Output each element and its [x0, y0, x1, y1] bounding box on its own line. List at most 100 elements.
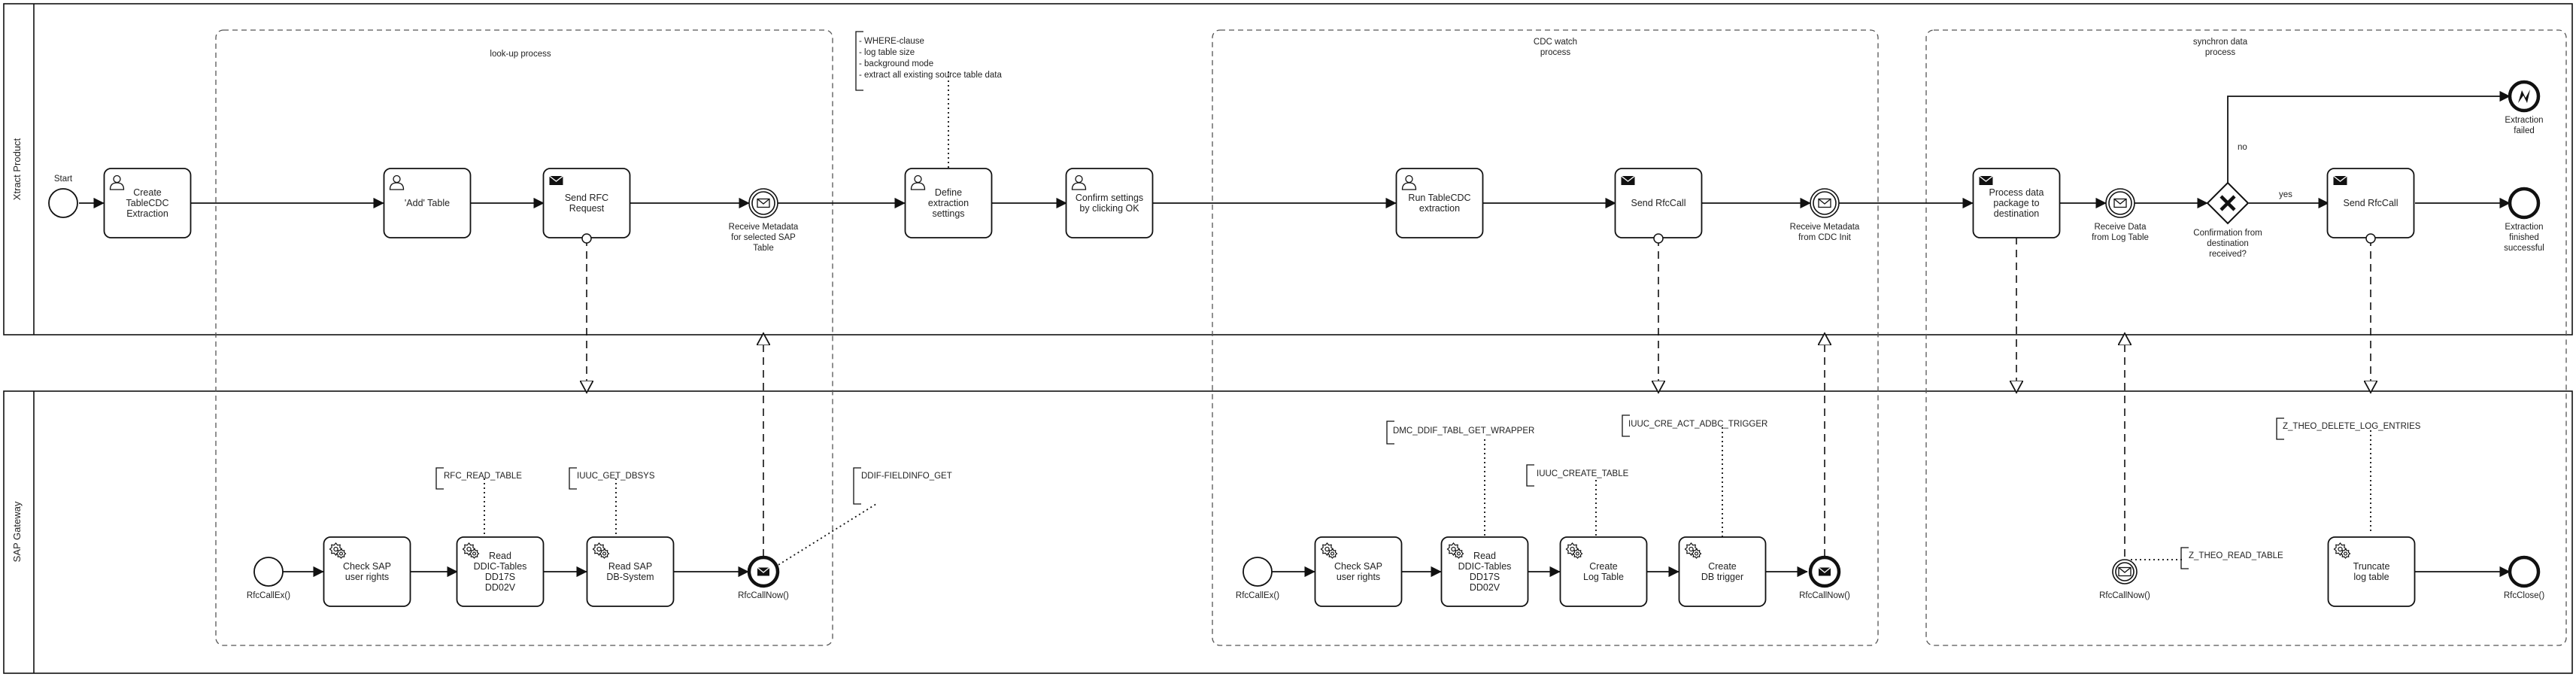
task-send-rfccall-2[interactable]: Send RfcCall — [2326, 168, 2415, 238]
event-label: RfcCallNow() — [2099, 591, 2150, 600]
annotation-iuuc-cre-act: IUUC_CRE_ACT_ADBC_TRIGGER — [1628, 420, 1767, 429]
event-rfccallnow-3: RfcCallNow() — [2099, 559, 2150, 600]
group-lookup-label: look-up process — [490, 50, 551, 59]
envelope-icon — [1621, 175, 1635, 185]
annotation-dmc-ddif: DMC_DDIF_TABL_GET_WRAPPER — [1393, 427, 1534, 436]
envelope-icon — [1979, 175, 1993, 185]
message-flow-origin — [2365, 233, 2376, 244]
event-label: RfcCallEx() — [1236, 591, 1279, 600]
task-send-rfccall-1[interactable]: Send RfcCall — [1614, 168, 1703, 238]
gear-icon — [462, 542, 480, 559]
envelope-icon — [2118, 566, 2131, 577]
gear-icon — [1446, 542, 1464, 559]
gear-icon — [592, 542, 610, 559]
task-label: 'Add' Table — [405, 198, 450, 208]
gear-icon — [2333, 542, 2351, 559]
group-lookup-process: look-up process — [215, 29, 833, 646]
message-flow-origin — [1653, 233, 1664, 244]
event-start: Start — [48, 175, 78, 218]
annotation-rfc-read-table: RFC_READ_TABLE — [444, 472, 522, 481]
user-task-icon — [1071, 175, 1087, 190]
envelope-icon — [757, 198, 770, 208]
envelope-icon — [1818, 566, 1831, 576]
gear-icon — [1320, 542, 1338, 559]
task-label: Send RfcCall — [2344, 198, 2399, 208]
event-label: RfcCallEx() — [247, 591, 290, 600]
event-rfcclose: RfcClose() — [2504, 555, 2544, 600]
pool-xtract-product: Xtract Product — [3, 3, 2573, 335]
gear-icon — [329, 542, 347, 559]
pool-xtract-title: Xtract Product — [11, 138, 23, 200]
gear-icon — [1565, 542, 1583, 559]
event-label: Start — [54, 175, 73, 184]
annotation-iuuc-get-dbsys: IUUC_GET_DBSYS — [577, 472, 655, 481]
user-task-icon — [389, 175, 405, 190]
event-rfccallex-1: RfcCallEx() — [247, 557, 290, 600]
envelope-icon — [757, 566, 770, 576]
task-add-table[interactable]: 'Add' Table — [383, 168, 472, 238]
user-task-icon — [1401, 175, 1417, 190]
annotations: - WHERE-clause- log table size- backgrou… — [435, 31, 2421, 569]
user-task-icon — [109, 175, 125, 190]
annotation-iuuc-create-table: IUUC_CREATE_TABLE — [1537, 469, 1629, 478]
associations — [484, 71, 2371, 568]
envelope-icon — [2333, 175, 2347, 185]
gear-icon — [1684, 542, 1702, 559]
event-label: RfcClose() — [2504, 591, 2544, 600]
event-label: RfcCallNow() — [738, 591, 789, 600]
pool-sap-title: SAP Gateway — [11, 501, 23, 562]
event-rfccallex-2: RfcCallEx() — [1236, 557, 1279, 600]
gateway-no-label: no — [2238, 143, 2247, 152]
message-flows — [587, 224, 2371, 557]
envelope-icon — [1818, 198, 1831, 208]
lightning-icon — [2518, 90, 2530, 103]
event-label: RfcCallNow() — [1799, 591, 1850, 600]
event-rfccallnow-2: RfcCallNow() — [1799, 555, 1850, 600]
annotation-where-clause: - WHERE-clause- log table size- backgrou… — [859, 37, 1002, 80]
gateway-yes-label: yes — [2279, 190, 2292, 199]
task-label: Send RfcCall — [1631, 198, 1686, 208]
